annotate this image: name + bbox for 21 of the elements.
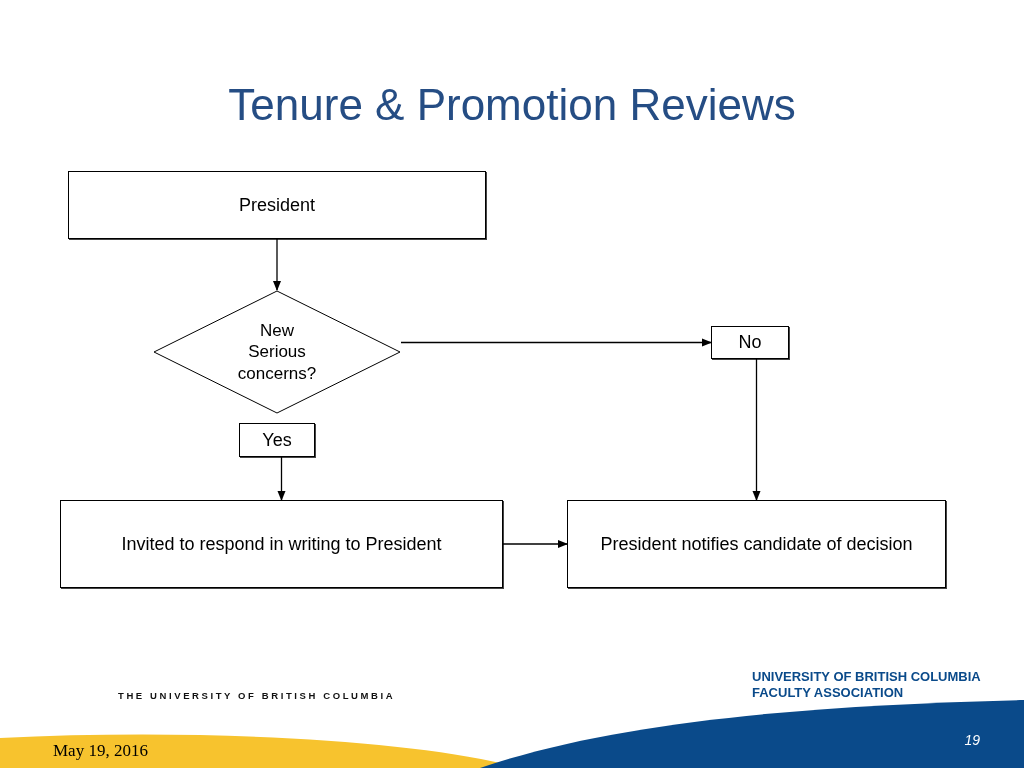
node-text: No — [738, 331, 762, 354]
arrow — [273, 238, 281, 291]
date-text: May 19, 2016 — [53, 741, 149, 762]
university-name: THE UNIVERSITY OF BRITISH COLUMBIA — [118, 690, 397, 701]
node-text: Invited to respond in writing to President — [121, 532, 442, 556]
node-text: Yes — [262, 428, 292, 452]
process-box — [68, 171, 486, 239]
process-box — [711, 326, 789, 359]
arrow — [277, 456, 286, 501]
association-name: UNIVERSITY OF BRITISH COLUMBIA FACULTY ASSOCIATION — [752, 669, 982, 701]
arrow — [752, 358, 761, 501]
page-number: 19 — [963, 732, 980, 748]
process-box — [239, 423, 315, 457]
process-box — [567, 500, 946, 588]
slide-title: Tenure & Promotion Reviews — [227, 80, 797, 130]
node-text: New Serious concerns? — [236, 320, 318, 384]
arrow — [400, 338, 712, 347]
node-text: President — [238, 193, 315, 217]
arrow — [502, 540, 568, 548]
node-text: President notifies candidate of decision — [600, 532, 913, 556]
process-box — [60, 500, 503, 588]
